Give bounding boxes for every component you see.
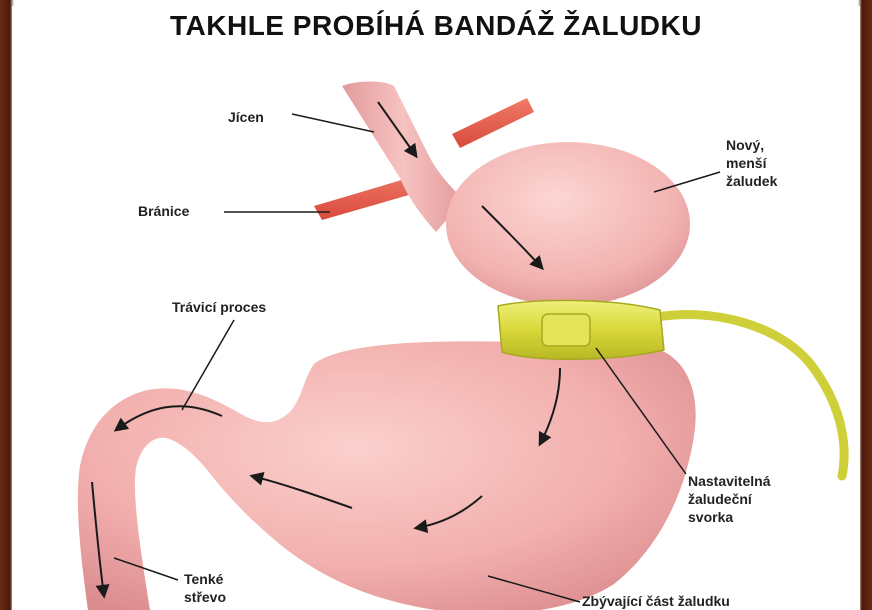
label-branice: Bránice [138,202,189,220]
label-novy-zaludek: Nový, menší žaludek [726,136,777,190]
stomach-pouch [446,142,690,306]
stomach-body [78,337,696,610]
band-buckle [542,314,590,346]
label-zbyvajici: Zbývající část žaludku [582,592,730,610]
diagram-title: TAKHLE PROBÍHÁ BANDÁŽ ŽALUDKU [12,10,860,42]
label-svorka: Nastavitelná žaludeční svorka [688,472,770,526]
label-travici-proces: Trávicí proces [172,298,266,316]
esophagus [342,82,464,233]
diagram-canvas: TAKHLE PROBÍHÁ BANDÁŽ ŽALUDKU Jícen Brán… [12,6,860,610]
diaphragm-right [452,98,534,148]
label-tenke-strevo: Tenké střevo [184,570,226,606]
leader-travici-proces [182,320,234,410]
label-jicen: Jícen [228,108,264,126]
